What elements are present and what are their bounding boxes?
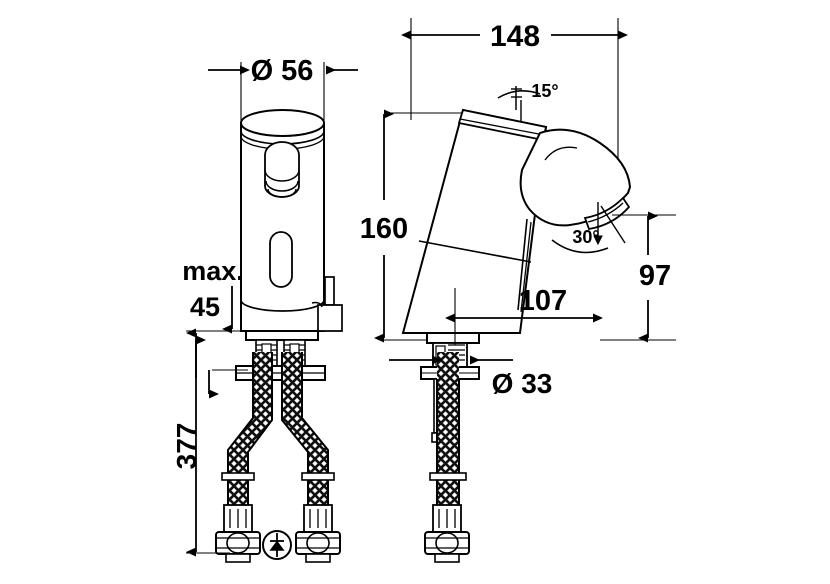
hose-left-clip	[221, 472, 255, 481]
check-valve-symbol	[262, 530, 292, 560]
sensor-window	[269, 231, 293, 288]
dim-label-diameter-33: Ø 33	[492, 368, 553, 399]
handle-stem	[324, 276, 335, 306]
angle-30-indicator	[551, 202, 626, 254]
dim-label-max-prefix: max.	[182, 256, 244, 286]
side-shank-threads	[448, 344, 465, 361]
dim-label-107: 107	[519, 285, 567, 317]
cap-lower-arc	[240, 122, 325, 137]
dim-label-97: 97	[639, 260, 671, 292]
dim-label-160: 160	[360, 213, 408, 245]
side-base-plate	[426, 332, 480, 344]
handle-fillet	[311, 301, 323, 308]
side-bevel-line	[459, 118, 545, 136]
spout-outlet-arc2	[265, 180, 299, 192]
angle-label-30: 30°	[572, 227, 599, 247]
dim-label-diameter-56: Ø 56	[251, 55, 314, 87]
angle-label-15: 15°	[531, 81, 558, 101]
side-hose-tip	[434, 553, 460, 563]
side-hose-clip	[429, 472, 467, 481]
hose-left-tip	[225, 553, 251, 563]
side-groove-b	[520, 221, 532, 313]
dim-label-377: 377	[171, 423, 202, 470]
dim-label-max-45: 45	[190, 292, 220, 322]
base-plate	[245, 330, 319, 341]
side-view	[374, 18, 676, 563]
hose-right-clip	[301, 472, 335, 481]
spout-outlet-arc1	[264, 169, 300, 182]
side-groove-a	[517, 218, 528, 311]
spout-outlet-body	[264, 141, 300, 198]
dim-label-148: 148	[490, 20, 540, 53]
side-flexible-hose	[424, 352, 470, 563]
handle-base	[317, 304, 343, 332]
hose-right-tip	[305, 553, 331, 563]
spout-inner-arc	[544, 146, 578, 161]
side-body-split	[418, 240, 532, 263]
spout-outlet-arc3	[267, 188, 297, 198]
